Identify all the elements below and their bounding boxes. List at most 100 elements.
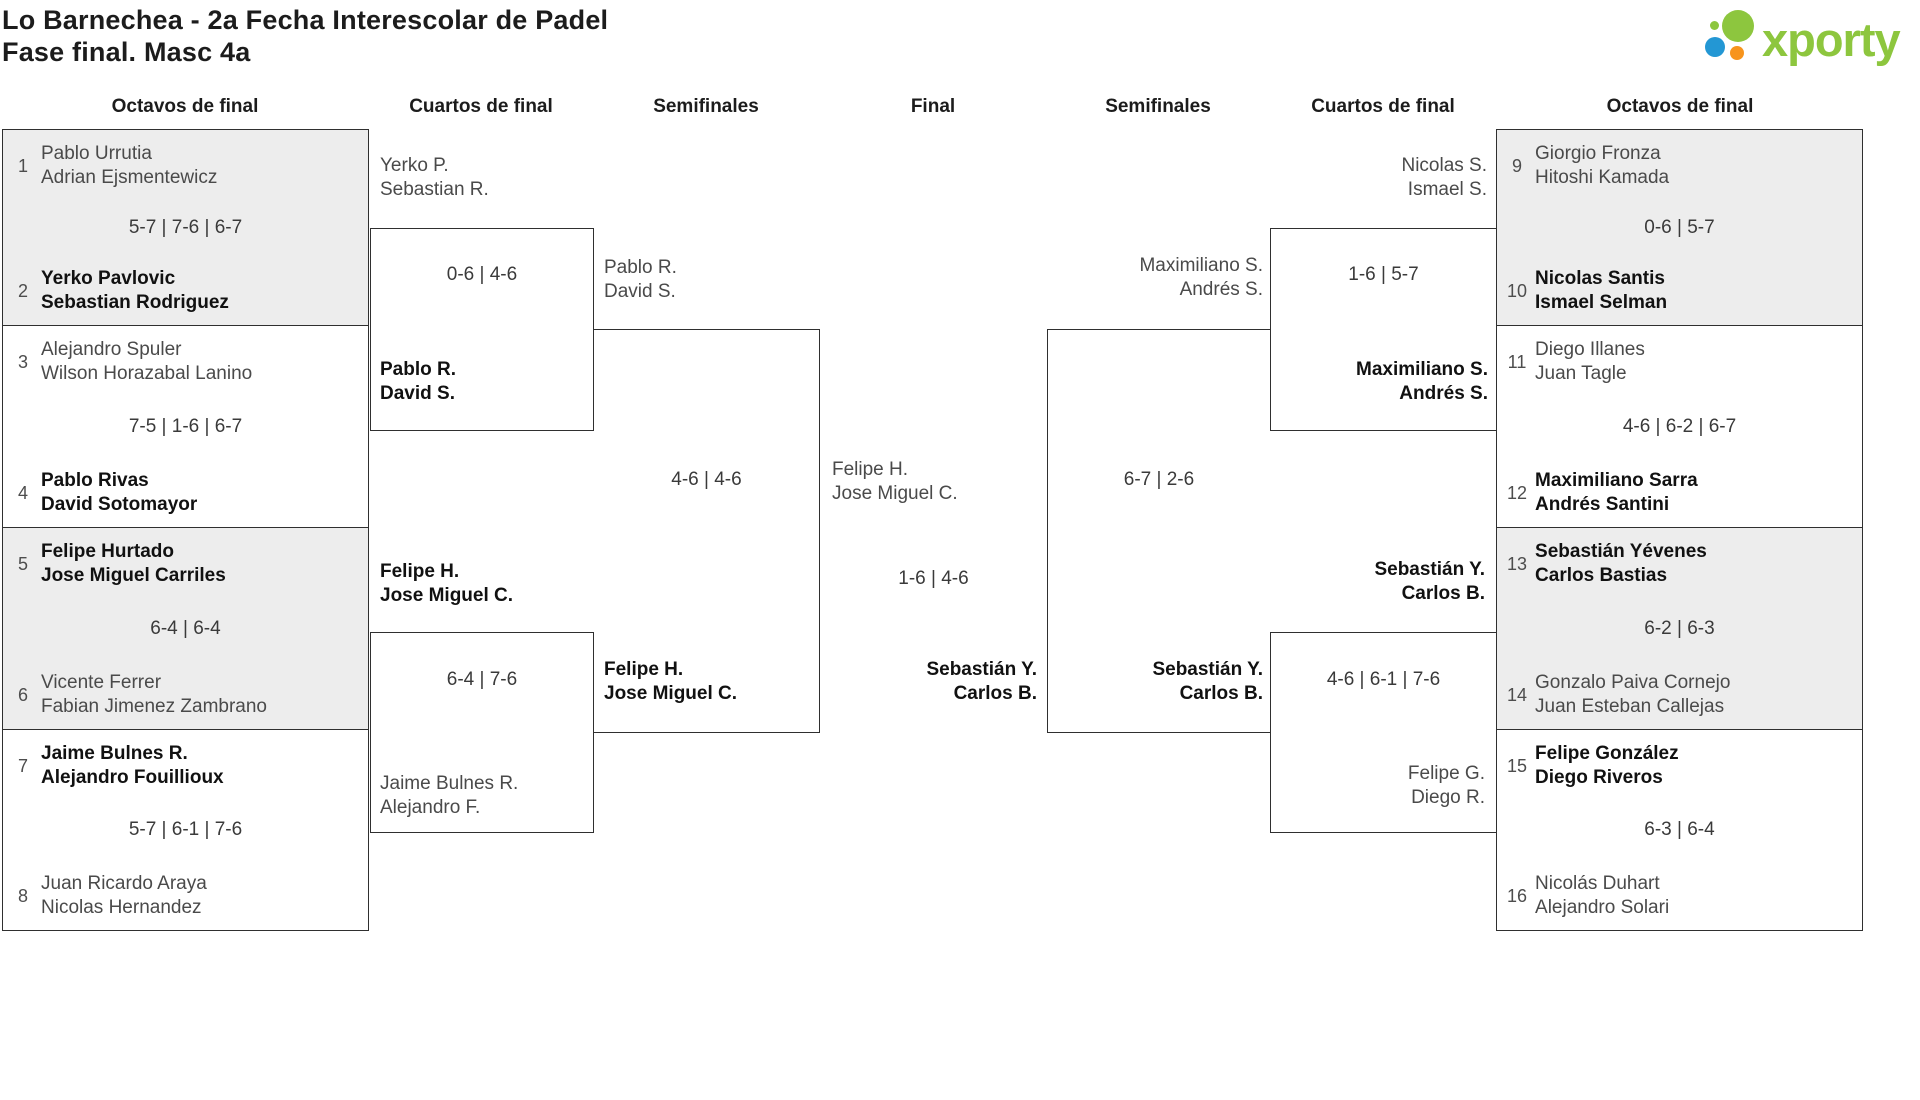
- team-name-line: Pablo Rivas: [41, 470, 149, 491]
- team-name-line: Nicolas Hernandez: [41, 897, 202, 918]
- team-name-line: Diego Illanes: [1535, 339, 1645, 360]
- seed-number: 6: [17, 684, 28, 705]
- team-name-line: Felipe G.: [1407, 763, 1485, 784]
- team-name-line: Jose Miguel C.: [604, 683, 738, 704]
- team-name-line: Juan Esteban Callejas: [1535, 696, 1725, 717]
- team-name-line: Juan Ricardo Araya: [41, 873, 207, 894]
- match-score: 6-2 | 6-3: [1644, 617, 1715, 639]
- sf-team: Maximiliano S. Andrés S.: [1139, 254, 1263, 302]
- team-name-line: Pablo R.: [380, 359, 457, 380]
- final-team: Felipe H. Jose Miguel C.: [832, 458, 958, 506]
- match-score: 1-6 | 4-6: [898, 568, 969, 589]
- seed-number: 3: [17, 351, 28, 372]
- team-name-line: Pablo R.: [604, 257, 677, 278]
- seed-number: 2: [17, 280, 28, 301]
- seed-number: 16: [1507, 885, 1528, 906]
- team-name-line: Felipe Hurtado: [41, 541, 175, 562]
- logo-dot-blue-icon: [1705, 37, 1725, 57]
- seed-number: 13: [1507, 553, 1528, 574]
- match-score: 0-6 | 5-7: [1644, 216, 1715, 238]
- team-name-line: Felipe H.: [604, 659, 684, 680]
- seed-number: 5: [17, 553, 28, 574]
- team-name-line: Diego Riveros: [1535, 767, 1663, 788]
- team-row: 7 Jaime Bulnes R.Alejandro Fouillioux: [3, 742, 368, 790]
- seed-number: 7: [17, 755, 28, 776]
- team-name-line: Pablo Urrutia: [41, 143, 152, 164]
- round-header-cuartos-left: Cuartos de final: [409, 96, 553, 117]
- team-name-line: Sebastian R.: [380, 179, 489, 200]
- logo-dot-green-small-icon: [1710, 21, 1719, 30]
- seed-number: 12: [1507, 482, 1528, 503]
- team-name-line: Maximiliano S.: [1356, 359, 1488, 380]
- match-box-r16-4: 7 Jaime Bulnes R.Alejandro Fouillioux 5-…: [2, 729, 369, 931]
- qf-team: Felipe G. Diego R.: [1408, 762, 1485, 810]
- match-score: 4-6 | 4-6: [671, 469, 742, 490]
- seed-number: 9: [1511, 155, 1522, 176]
- tournament-title: Lo Barnechea - 2a Fecha Interescolar de …: [2, 5, 609, 35]
- team-name-line: Vicente Ferrer: [41, 672, 162, 693]
- team-name-line: Nicolas S.: [1401, 155, 1487, 176]
- round-header-octavos-left: Octavos de final: [111, 96, 259, 117]
- team-name-line: Alejandro Solari: [1535, 897, 1670, 918]
- team-name-line: Felipe González: [1535, 743, 1679, 764]
- team-name-line: Hitoshi Kamada: [1535, 167, 1670, 188]
- team-name-line: Sebastián Y.: [1374, 559, 1485, 580]
- logo-text: xporty: [1762, 13, 1901, 66]
- match-score: 7-5 | 1-6 | 6-7: [128, 415, 243, 437]
- xporty-logo[interactable]: xporty: [1700, 6, 1915, 72]
- team-name-line: Yerko P.: [380, 155, 449, 176]
- sf-team: Pablo R. David S.: [604, 256, 677, 304]
- team-name-line: Jaime Bulnes R.: [41, 743, 188, 764]
- team-name-line: Adrian Ejsmentewicz: [41, 167, 218, 188]
- team-name-line: Felipe H.: [380, 561, 460, 582]
- match-score: 5-7 | 6-1 | 7-6: [128, 819, 243, 840]
- team-name-line: Ismael Selman: [1535, 292, 1668, 313]
- round-header-semis-right: Semifinales: [1105, 96, 1211, 117]
- team-name-line: Fabian Jimenez Zambrano: [41, 696, 267, 717]
- match-score: 4-6 | 6-1 | 7-6: [1326, 669, 1441, 690]
- qf-team: Felipe H. Jose Miguel C.: [380, 560, 513, 608]
- team-name-line: Gonzalo Paiva Cornejo: [1535, 672, 1731, 693]
- team-name-line: Carlos Bastias: [1535, 565, 1668, 586]
- sf-team: Sebastián Y. Carlos B.: [1152, 658, 1263, 706]
- seed-number: 11: [1507, 351, 1527, 372]
- round-header-octavos-right: Octavos de final: [1606, 96, 1754, 117]
- team-name-line: Sebastián Y.: [926, 659, 1037, 680]
- team-name-line: Jose Miguel C.: [380, 585, 514, 606]
- qf-team: Sebastián Y. Carlos B.: [1374, 558, 1485, 606]
- team-name-line: David S.: [380, 383, 455, 404]
- match-score: 6-4 | 6-4: [150, 617, 221, 639]
- phase-subtitle: Fase final. Masc 4a: [2, 37, 251, 67]
- round-header-cuartos-right: Cuartos de final: [1311, 96, 1455, 117]
- team-name-line: Alejandro Spuler: [41, 339, 182, 360]
- team-name-line: Maximiliano S.: [1139, 255, 1263, 276]
- team-name-line: Maximiliano Sarra: [1535, 470, 1698, 491]
- team-name-line: Jaime Bulnes R.: [380, 773, 519, 794]
- team-name-line: Sebastián Yévenes: [1535, 541, 1707, 562]
- seed-number: 8: [17, 885, 28, 906]
- team-name-line: Jose Miguel Carriles: [41, 565, 226, 586]
- team-name-line: Jose Miguel C.: [832, 483, 958, 504]
- match-score: 1-6 | 5-7: [1348, 264, 1419, 285]
- match-box-sf-left: [593, 329, 820, 733]
- team-name-line: Giorgio Fronza: [1535, 143, 1661, 164]
- qf-team: Jaime Bulnes R. Alejandro F.: [380, 772, 518, 820]
- team-name-line: Juan Tagle: [1535, 363, 1627, 384]
